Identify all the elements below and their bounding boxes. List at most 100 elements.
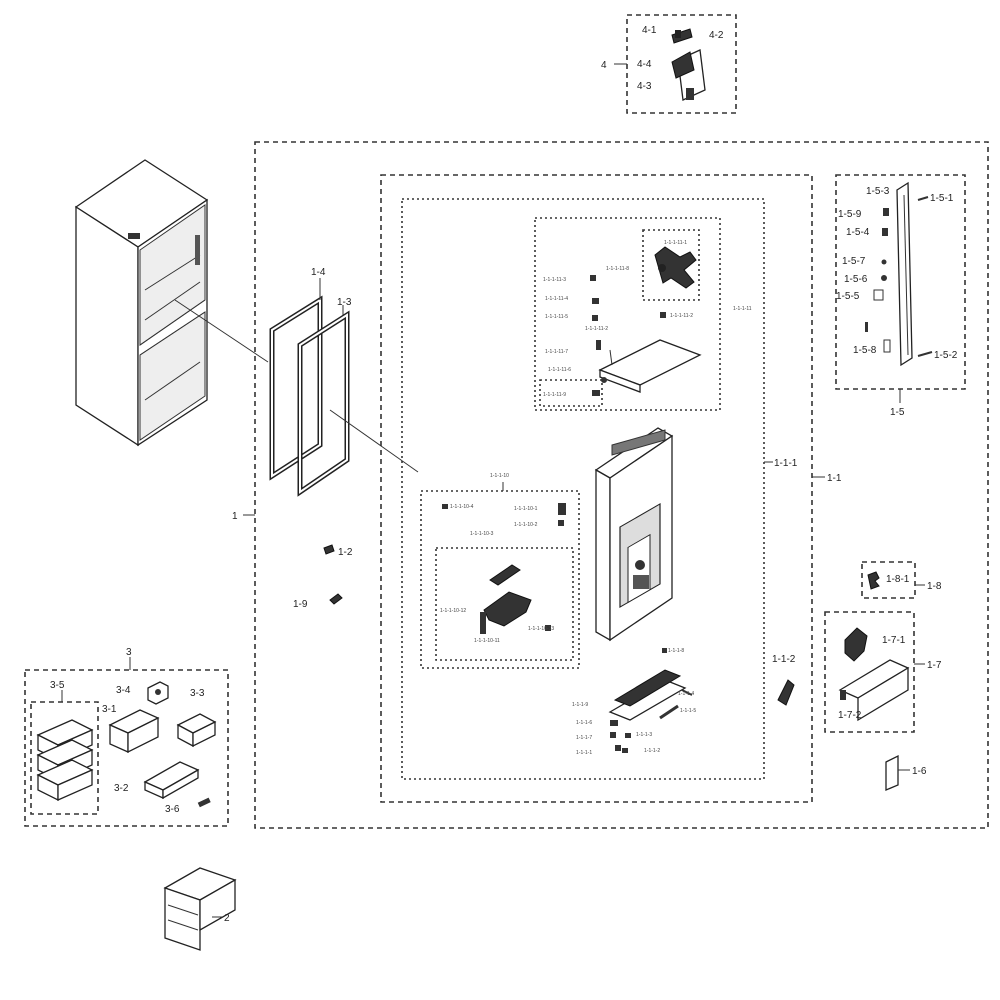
label-4-3: 4-3 bbox=[637, 81, 652, 92]
label-2: 2 bbox=[224, 913, 230, 924]
label-4-2: 4-2 bbox=[709, 30, 724, 41]
label-3-2: 3-2 bbox=[114, 783, 129, 794]
leader-lines bbox=[61, 63, 925, 918]
dispenser-mechanism-parts bbox=[590, 246, 702, 396]
label-4-4: 4-4 bbox=[637, 59, 652, 70]
group-3-5-box bbox=[30, 701, 99, 815]
leader-gasket-door bbox=[329, 409, 419, 473]
refrigerator-cabinet bbox=[74, 159, 209, 447]
part-1-9 bbox=[329, 593, 343, 605]
door-gasket-1-3 bbox=[297, 310, 350, 497]
label-1-5-9: 1-5-9 bbox=[838, 209, 862, 220]
screw-1-2 bbox=[323, 544, 335, 555]
leader-cabinet-gasket bbox=[174, 299, 269, 363]
group-1-box bbox=[254, 141, 989, 829]
label-1-1-1-10-4: 1-1-1-10-4 bbox=[450, 504, 474, 510]
label-1-5-1: 1-5-1 bbox=[930, 193, 954, 204]
label-1-1-1-9: 1-1-1-9 bbox=[572, 702, 588, 708]
label-1-5-8: 1-5-8 bbox=[853, 345, 877, 356]
label-1-2: 1-2 bbox=[338, 547, 353, 558]
label-1-1-1-6: 1-1-1-6 bbox=[576, 720, 592, 726]
label-1-1-1-4: 1-1-1-4 bbox=[678, 691, 694, 697]
label-3: 3 bbox=[126, 647, 132, 658]
group-1-1-1-11-9-box bbox=[539, 379, 603, 407]
label-1-1-1-11-5: 1-1-1-11-5 bbox=[545, 314, 568, 320]
label-1-1-1-10-2: 1-1-1-10-2 bbox=[514, 522, 538, 528]
label-1-1-1-1: 1-1-1-1 bbox=[576, 750, 592, 756]
door-panel bbox=[594, 427, 674, 642]
label-1-5-2: 1-5-2 bbox=[934, 350, 958, 361]
label-1-1-1-8: 1-1-1-8 bbox=[668, 648, 684, 654]
label-3-6: 3-6 bbox=[165, 804, 180, 815]
group-1-1-1-11-box bbox=[534, 217, 721, 411]
label-1-1: 1-1 bbox=[827, 473, 842, 484]
label-3-3: 3-3 bbox=[190, 688, 205, 699]
label-1-1-1-11-7: 1-1-1-11-7 bbox=[545, 349, 568, 355]
group-1-1-1-11-1-box bbox=[642, 229, 700, 301]
label-1-1-1-7: 1-1-1-7 bbox=[576, 735, 592, 741]
label-1-8-1: 1-8-1 bbox=[886, 574, 910, 585]
label-1-1-1-2: 1-1-1-2 bbox=[644, 748, 660, 754]
label-1-7: 1-7 bbox=[927, 660, 942, 671]
label-1-1-1-10-1: 1-1-1-10-1 bbox=[514, 506, 538, 512]
group-1-1-1-10-box bbox=[420, 490, 580, 669]
label-1-1-1-11-1: 1-1-1-11-1 bbox=[664, 240, 687, 246]
part-3-6 bbox=[197, 797, 211, 808]
label-1-4: 1-4 bbox=[311, 267, 326, 278]
group-1-1-box bbox=[380, 174, 813, 803]
label-1-1-1-11-9: 1-1-1-11-9 bbox=[543, 392, 566, 398]
bin-3-3 bbox=[176, 713, 217, 748]
label-1-1-1-3: 1-1-1-3 bbox=[636, 732, 652, 738]
part-4-assembly bbox=[671, 28, 706, 101]
label-1-7-2: 1-7-2 bbox=[838, 710, 862, 721]
label-1-5-3: 1-5-3 bbox=[866, 186, 890, 197]
label-1-1-1-11-8: 1-1-1-11-8 bbox=[606, 266, 629, 272]
label-3-1: 3-1 bbox=[102, 704, 117, 715]
label-1-1-1-11-2b: 1-1-1-11-2 bbox=[585, 326, 608, 332]
door-lower-parts bbox=[608, 648, 693, 753]
part-2-drawer bbox=[163, 867, 237, 951]
group-1-1-1-box bbox=[401, 198, 765, 780]
door-trim-1-5 bbox=[865, 181, 933, 367]
label-1-1-1-10-13: 1-1-1-10-13 bbox=[528, 626, 554, 632]
part-1-6 bbox=[885, 754, 899, 791]
bins-3-5 bbox=[36, 719, 94, 802]
label-1-8: 1-8 bbox=[927, 581, 942, 592]
label-1-1-1-11: 1-1-1-11 bbox=[733, 306, 752, 312]
label-4-1: 4-1 bbox=[642, 25, 657, 36]
group-3-box bbox=[24, 669, 229, 827]
label-1-1-2: 1-1-2 bbox=[772, 654, 796, 665]
label-1-1-1-10-12: 1-1-1-10-12 bbox=[440, 608, 466, 614]
label-1-3: 1-3 bbox=[337, 297, 352, 308]
label-1-1-1-11-6: 1-1-1-11-6 bbox=[548, 367, 571, 373]
dispenser-funnel-parts bbox=[442, 503, 566, 634]
label-1-1-1-11-3: 1-1-1-11-3 bbox=[543, 277, 566, 283]
hinge-1-1-2 bbox=[777, 679, 795, 706]
part-1-7-assembly bbox=[838, 627, 910, 722]
bin-3-4 bbox=[147, 681, 169, 705]
label-1: 1 bbox=[232, 511, 238, 522]
label-1-1-1-10: 1-1-1-10 bbox=[490, 473, 509, 479]
label-4: 4 bbox=[601, 60, 607, 71]
label-1-5-4: 1-5-4 bbox=[846, 227, 870, 238]
bin-3-2 bbox=[143, 761, 200, 800]
group-1-7-box bbox=[824, 611, 915, 733]
label-1-1-1-11-2a: 1-1-1-11-2 bbox=[670, 313, 693, 319]
bin-3-1 bbox=[108, 709, 160, 754]
label-1-1-1: 1-1-1 bbox=[774, 458, 798, 469]
label-1-1-1-10-3: 1-1-1-10-3 bbox=[470, 531, 494, 537]
label-3-4: 3-4 bbox=[116, 685, 131, 696]
label-3-5: 3-5 bbox=[50, 680, 65, 691]
label-1-1-1-10-11: 1-1-1-10-11 bbox=[474, 638, 500, 644]
label-1-5: 1-5 bbox=[890, 407, 905, 418]
label-1-5-7: 1-5-7 bbox=[842, 256, 866, 267]
label-1-9: 1-9 bbox=[293, 599, 308, 610]
label-1-6: 1-6 bbox=[912, 766, 927, 777]
label-1-1-1-11-4: 1-1-1-11-4 bbox=[545, 296, 568, 302]
door-gasket-1-4 bbox=[269, 295, 323, 481]
group-1-1-1-10-11-box bbox=[435, 547, 574, 661]
label-1-7-1: 1-7-1 bbox=[882, 635, 906, 646]
label-1-5-6: 1-5-6 bbox=[844, 274, 868, 285]
